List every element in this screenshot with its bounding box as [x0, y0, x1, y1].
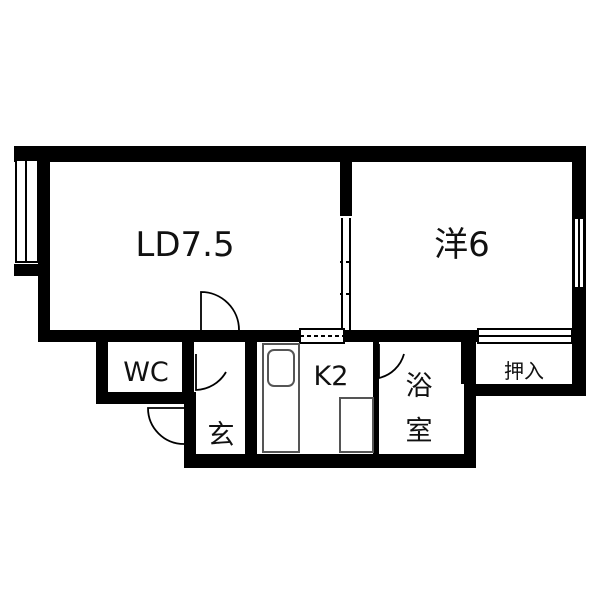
- room-label-bath-top: 浴: [406, 371, 433, 402]
- room-label-western: 洋6: [434, 225, 490, 265]
- room-label-kitchen: K2: [314, 361, 349, 392]
- room-label-wc: WC: [123, 357, 169, 388]
- left-window: [15, 159, 39, 263]
- room-label-entrance: 玄: [208, 420, 235, 451]
- partition-opening: [340, 218, 352, 330]
- room-label-bath-bottom: 室: [406, 416, 433, 447]
- kitchen-counter: [262, 343, 374, 453]
- room-label-closet: 押入: [504, 359, 544, 383]
- right-window: [573, 217, 585, 289]
- door-swings: [147, 291, 405, 445]
- interior-walls: [182, 146, 465, 462]
- closet-doors: [477, 328, 573, 344]
- kitchen-opening: [299, 328, 345, 344]
- room-label-ld: LD7.5: [135, 225, 234, 265]
